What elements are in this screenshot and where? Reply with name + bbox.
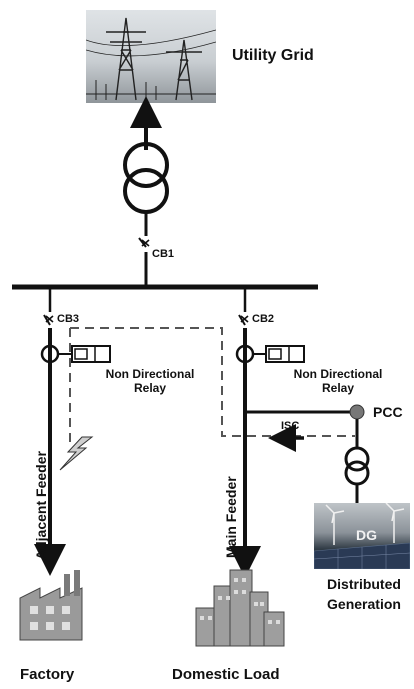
factory-label: Factory xyxy=(20,666,75,683)
utility-grid-photo xyxy=(85,10,217,103)
domestic-load-label: Domestic Load xyxy=(172,666,280,683)
circuit-breaker-icon xyxy=(138,237,150,248)
cb2-label: CB2 xyxy=(252,313,275,325)
distributed-generation-label: Distributed Generation xyxy=(312,574,414,614)
lightning-fault-icon xyxy=(59,436,94,471)
dg-label: DG xyxy=(356,527,377,543)
fault-current-path-upper xyxy=(70,327,355,437)
relay-left-label: Non Directional Relay xyxy=(88,367,212,395)
utility-grid-label: Utility Grid xyxy=(232,47,314,64)
distributed-line1: Distributed xyxy=(327,576,401,592)
circuit-breaker-icon xyxy=(43,314,54,326)
circuit-breaker-icon xyxy=(238,314,249,326)
transmission-tower-icon xyxy=(85,17,217,101)
relay-left-line2: Relay xyxy=(133,381,167,395)
relay-icon xyxy=(265,345,305,363)
relay-right-line1: Non Directional xyxy=(293,367,383,381)
transformer-icon xyxy=(344,446,370,486)
relay-right-line2: Relay xyxy=(321,381,355,395)
distributed-line2: Generation xyxy=(327,596,401,612)
relay-icon xyxy=(71,345,111,363)
cb3-label: CB3 xyxy=(57,313,80,325)
cb1-label: CB1 xyxy=(152,248,175,260)
distributed-generation-photo xyxy=(313,502,411,570)
relay-left-line1: Non Directional xyxy=(105,367,195,381)
main-feeder-label: Main Feeder xyxy=(223,476,239,558)
relay-right-label: Non Directional Relay xyxy=(276,367,400,395)
factory-icon xyxy=(19,570,83,641)
transformer-icon xyxy=(123,142,169,214)
pcc-label: PCC xyxy=(373,404,403,420)
isc-label: ISC xyxy=(281,420,300,432)
adjacent-feeder-label: Adjacent Feeder xyxy=(33,451,49,560)
city-buildings-icon xyxy=(195,569,285,647)
pcc-node xyxy=(349,404,365,420)
